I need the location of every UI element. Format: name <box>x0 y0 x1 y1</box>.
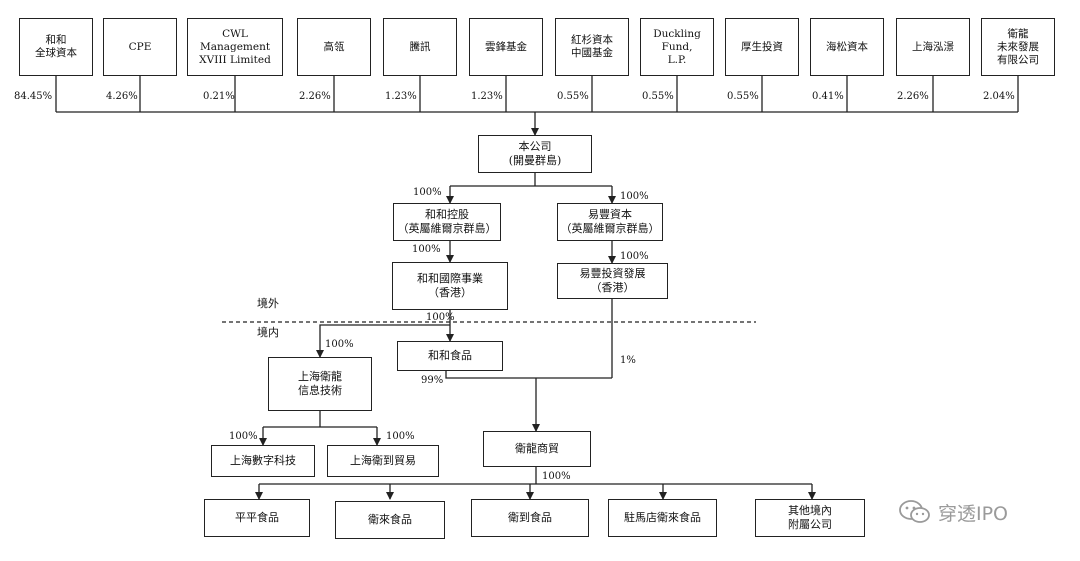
shareholder-box: 海松資本 <box>810 18 884 76</box>
connector-line <box>316 324 450 358</box>
hehe-holdings-box: 和和控股 （英屬維爾京群島） <box>393 203 501 241</box>
ownership-pct-label: 100% <box>413 187 442 198</box>
subsidiary-box: 衛到食品 <box>471 499 589 537</box>
ownership-pct-label: 100% <box>229 431 258 442</box>
shareholding-pct-label: 0.21% <box>203 91 235 102</box>
shareholding-pct-label: 0.55% <box>727 91 759 102</box>
shareholder-box: 上海泓澋 <box>896 18 970 76</box>
shareholder-box: 騰訊 <box>383 18 457 76</box>
shareholding-pct-label: 0.41% <box>812 91 844 102</box>
digital-tech-box: 上海數字科技 <box>211 445 315 477</box>
ownership-pct-label: 100% <box>412 244 441 255</box>
weidao-trade-box: 上海衛到貿易 <box>327 445 439 477</box>
connector-line <box>445 371 612 379</box>
subsidiary-box: 駐馬店衛來食品 <box>608 499 717 537</box>
ownership-pct-label: 100% <box>620 251 649 262</box>
yifeng-capital-box: 易豐資本 （英屬維爾京群島） <box>557 203 663 241</box>
ownership-pct-label: 100% <box>386 431 415 442</box>
wechat-icon <box>899 500 930 523</box>
shareholder-box: CWL Management XVIII Limited <box>187 18 283 76</box>
shareholder-box: 紅杉資本 中國基金 <box>555 18 629 76</box>
shareholding-pct-label: 0.55% <box>557 91 589 102</box>
hehe-food-box: 和和食品 <box>397 341 503 371</box>
shareholder-box: 雲鋒基金 <box>469 18 543 76</box>
yifeng-investment-box: 易豐投資發展 （香港） <box>557 263 668 299</box>
ownership-pct-label: 100% <box>542 471 571 482</box>
shareholding-pct-label: 4.26% <box>106 91 138 102</box>
ownership-pct-label: 99% <box>421 375 444 386</box>
shareholding-pct-label: 2.04% <box>983 91 1015 102</box>
shareholder-box: CPE <box>103 18 177 76</box>
info-tech-box: 上海衛龍 信息技術 <box>268 357 372 411</box>
shareholder-box: 厚生投資 <box>725 18 799 76</box>
shareholding-pct-label: 1.23% <box>385 91 417 102</box>
shareholding-pct-label: 2.26% <box>897 91 929 102</box>
shareholder-box: 高瓴 <box>297 18 371 76</box>
watermark-text: 穿透IPO <box>938 502 1009 525</box>
weilong-trade-box: 衛龍商貿 <box>483 431 591 467</box>
shareholding-pct-label: 0.55% <box>642 91 674 102</box>
hehe-international-box: 和和國際事業 （香港） <box>392 262 508 310</box>
shareholder-box: Duckling Fund, L.P. <box>640 18 714 76</box>
subsidiary-box: 其他境內 附屬公司 <box>755 499 865 537</box>
subsidiary-box: 衛來食品 <box>335 501 445 539</box>
offshore-label: 境外 <box>257 297 279 310</box>
shareholding-pct-label: 1.23% <box>471 91 503 102</box>
onshore-label: 境内 <box>257 326 279 339</box>
shareholding-pct-label: 84.45% <box>14 91 53 102</box>
subsidiary-box: 平平食品 <box>204 499 310 537</box>
shareholding-pct-label: 2.26% <box>299 91 331 102</box>
ownership-pct-label: 100% <box>325 339 354 350</box>
ownership-pct-label: 1% <box>620 355 636 366</box>
shareholder-box: 和和 全球資本 <box>19 18 93 76</box>
ownership-pct-label: 100% <box>426 312 455 323</box>
shareholder-box: 衛龍 未來發展 有限公司 <box>981 18 1055 76</box>
company-box: 本公司 (開曼群島) <box>478 135 592 173</box>
watermark: 穿透IPO <box>898 498 1008 526</box>
ownership-pct-label: 100% <box>620 191 649 202</box>
